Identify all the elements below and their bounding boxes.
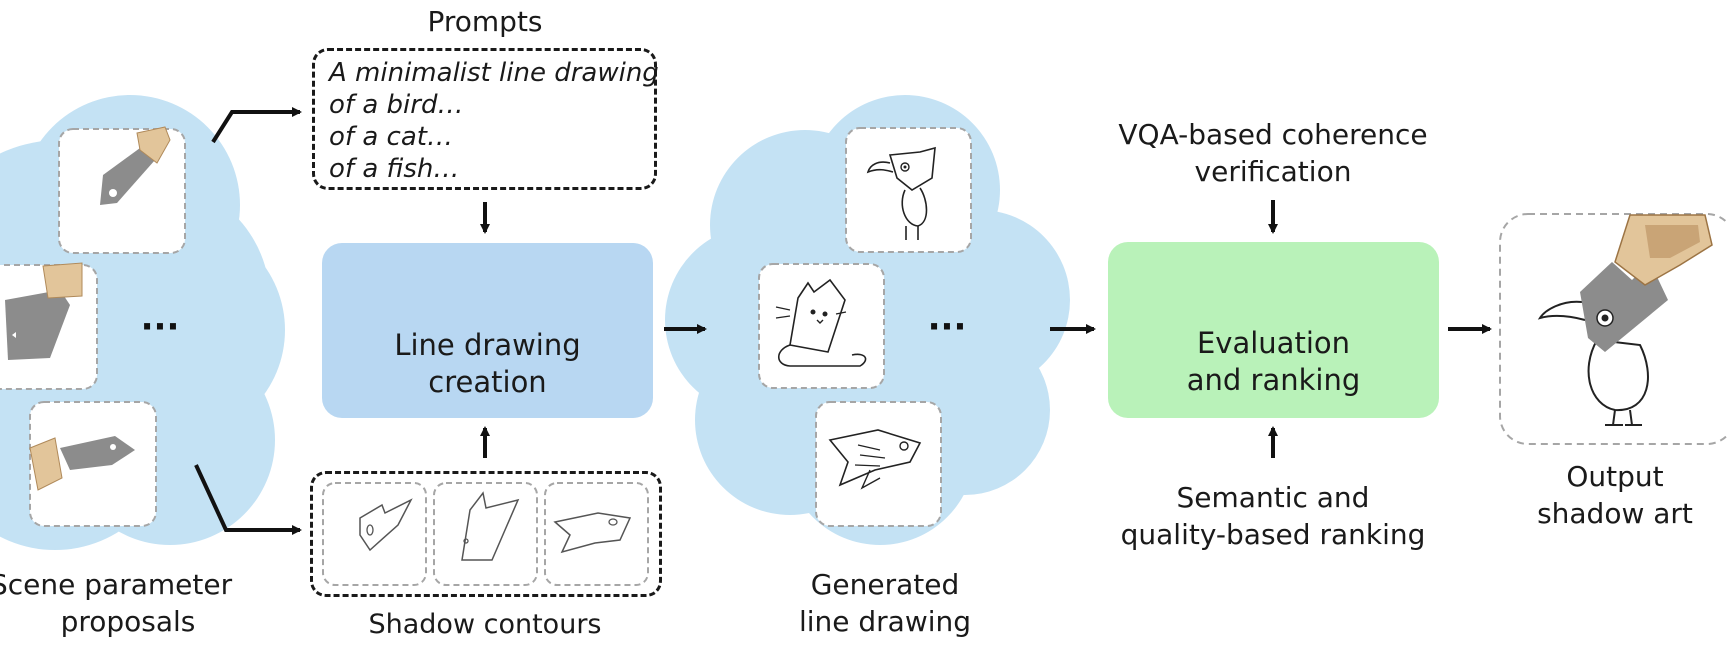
vqa-label-line1: VQA-based coherence <box>1118 118 1428 151</box>
evaluation-label-line1: Evaluation <box>1196 326 1350 360</box>
vqa-label-line2: verification <box>1194 155 1352 188</box>
shadow-contours-label: Shadow contours <box>368 609 602 640</box>
output-label-line2: shadow art <box>1537 497 1693 530</box>
output-shadow-art <box>1499 213 1728 445</box>
scene-thumb-1 <box>58 126 186 254</box>
creation-label-line1: Line drawing <box>394 328 581 362</box>
contour-thumb-2 <box>433 482 538 586</box>
semantic-label-line1: Semantic and <box>1176 481 1370 514</box>
scene-thumb-3 <box>29 401 157 527</box>
prompt-line-3: of a cat… <box>329 122 453 152</box>
prompts-box: A minimalist line drawing of a bird… of … <box>312 48 659 190</box>
drawing-thumb-fish <box>815 401 942 527</box>
scene-proposals-label-line2: proposals <box>60 605 196 638</box>
prompt-line-1: A minimalist line drawing <box>329 58 659 88</box>
drawing-thumb-cat <box>758 263 885 389</box>
arrow-to-prompts <box>211 107 302 144</box>
arrow-to-shadow-contours <box>194 464 302 535</box>
drawing-thumb-bird <box>845 127 972 253</box>
generated-label-line1: Generated <box>810 568 960 601</box>
shadow-contours-box <box>310 471 662 597</box>
creation-label-line2: creation <box>428 365 547 399</box>
contour-thumb-3 <box>544 482 649 586</box>
output-label-line1: Output <box>1566 460 1664 493</box>
scene-proposals-label-line1: Scene parameter <box>0 568 233 601</box>
contour-thumb-1 <box>322 482 427 586</box>
prompt-line-2: of a bird… <box>329 90 464 120</box>
evaluation-ranking-box: Evaluation and ranking <box>1108 242 1439 418</box>
prompt-line-4: of a fish… <box>329 154 460 184</box>
generated-label-line2: line drawing <box>798 605 972 638</box>
semantic-label-line2: quality-based ranking <box>1120 518 1426 551</box>
prompts-title: Prompts <box>427 5 543 38</box>
evaluation-label-line2: and ranking <box>1186 363 1361 397</box>
scene-ellipsis: ··· <box>141 307 180 347</box>
scene-thumb-2 <box>0 262 98 390</box>
drawings-ellipsis: ··· <box>928 307 967 347</box>
line-drawing-creation-box: Line drawing creation <box>322 243 653 418</box>
